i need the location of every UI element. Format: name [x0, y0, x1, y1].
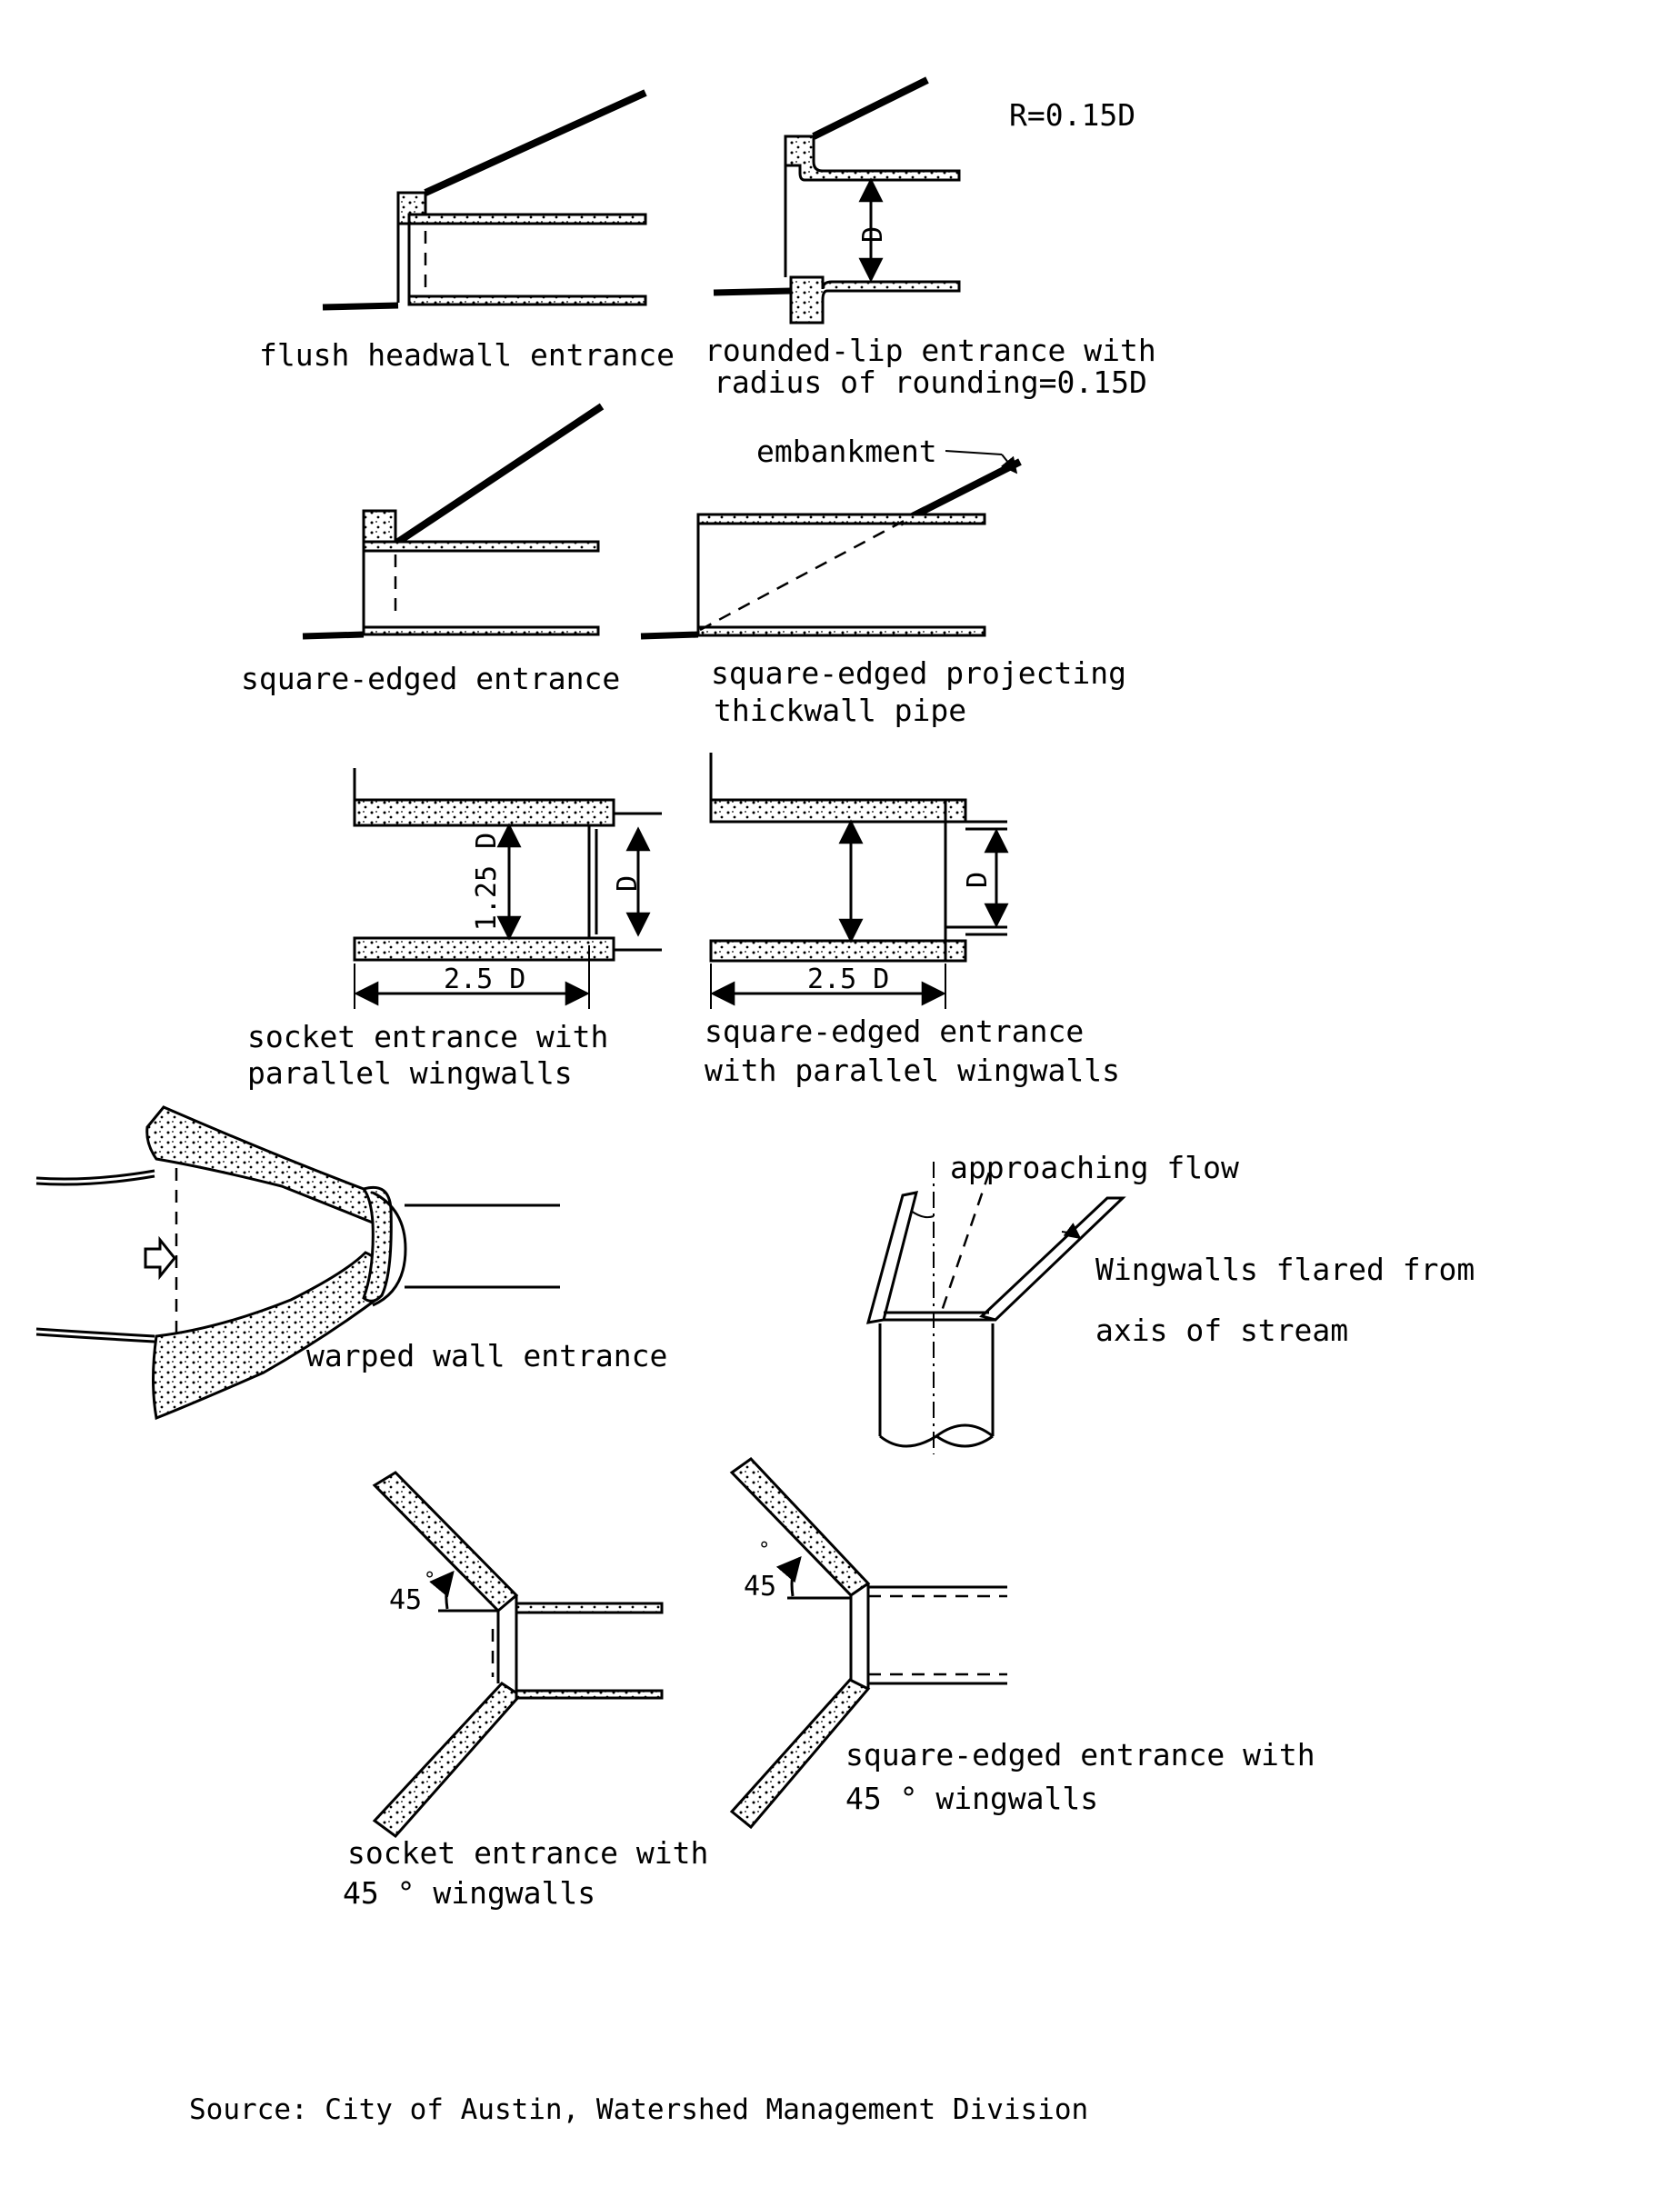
socket-45-wingwalls-drawing: 45 °: [372, 1471, 664, 1839]
flush-headwall-label: flush headwall entrance: [259, 337, 675, 373]
socket-parallel-label-line1: socket entrance with: [247, 1019, 608, 1054]
square-45-wingwalls-drawing: 45 °: [729, 1457, 1007, 1830]
socket-45-label-line1: socket entrance with: [347, 1835, 708, 1871]
rounded-lip-entrance-drawing: D: [713, 76, 961, 325]
square-parallel-label-line1: square-edged entrance: [705, 1014, 1084, 1049]
embankment-label: embankment: [756, 434, 937, 469]
square-45-degree-mark: °: [758, 1539, 770, 1562]
socket-45-angle-label: 45: [389, 1584, 422, 1616]
square-edged-entrance-drawing: [302, 403, 605, 640]
projecting-label-line2: thickwall pipe: [714, 693, 966, 728]
flared-label-line2: axis of stream: [1095, 1313, 1348, 1348]
square-45-label-line1: square-edged entrance with: [845, 1737, 1315, 1773]
square-parallel-label-line2: with parallel wingwalls: [705, 1053, 1120, 1088]
square-parallel-25d-label: 2.5 D: [807, 964, 889, 995]
square-parallel-d-label: D: [962, 872, 994, 888]
socket-45-degree-mark: °: [424, 1569, 435, 1592]
square-edged-label: square-edged entrance: [241, 661, 620, 696]
socket-parallel-wingwalls-drawing: 1.25 D D 2.5 D: [353, 768, 662, 1009]
flared-wingwalls-drawing: [865, 1162, 1126, 1454]
socket-parallel-label-line2: parallel wingwalls: [247, 1055, 573, 1091]
approaching-flow-label: approaching flow: [950, 1150, 1239, 1185]
rounded-lip-d-label: D: [857, 226, 889, 243]
flush-headwall-entrance-drawing: [322, 89, 647, 311]
radius-label: R=0.15D: [1009, 97, 1135, 133]
socket-45-label-line2: 45 ° wingwalls: [343, 1875, 595, 1911]
square-45-label-line2: 45 ° wingwalls: [845, 1781, 1098, 1816]
socket-125d-label: 1.25 D: [471, 833, 503, 931]
flared-label-line1: Wingwalls flared from: [1095, 1252, 1475, 1287]
socket-25d-label: 2.5 D: [444, 964, 525, 995]
rounded-lip-label-line2: radius of rounding=0.15D: [714, 364, 1147, 400]
socket-d-label: D: [612, 875, 644, 892]
projecting-label-line1: square-edged projecting: [711, 655, 1126, 691]
square-45-angle-label: 45: [744, 1571, 776, 1603]
warped-wall-entrance-drawing: [35, 1105, 560, 1421]
source-credit: Source: City of Austin, Watershed Manage…: [189, 2093, 1088, 2126]
warped-wall-label: warped wall entrance: [306, 1338, 667, 1373]
projecting-thickwall-pipe-drawing: [640, 450, 1022, 640]
square-parallel-wingwalls-drawing: D 2.5 D: [709, 753, 1009, 1009]
rounded-lip-label-line1: rounded-lip entrance with: [705, 333, 1156, 368]
